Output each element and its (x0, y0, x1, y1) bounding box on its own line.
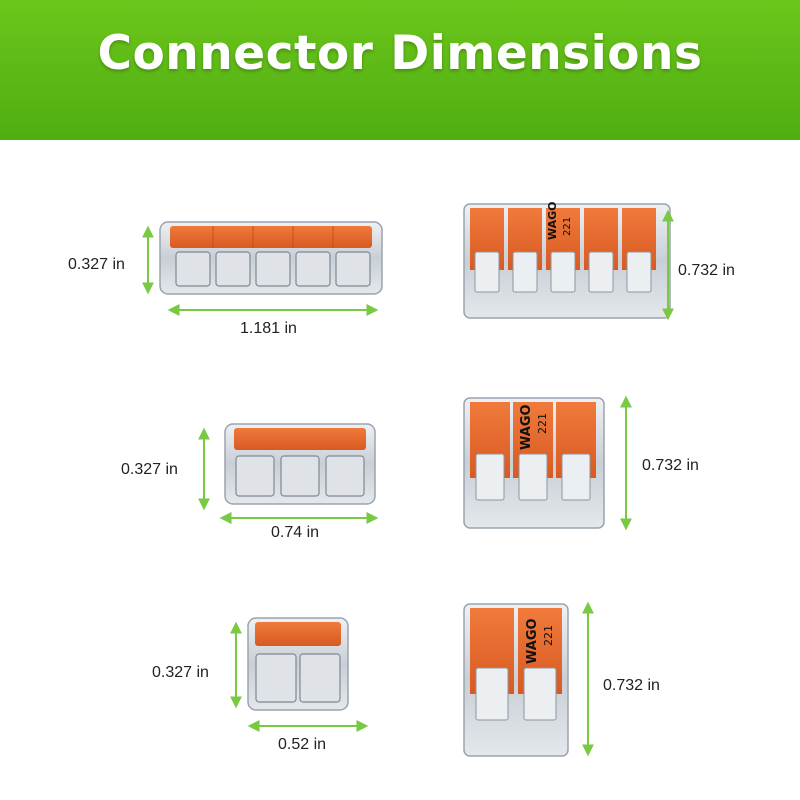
svg-text:221: 221 (562, 217, 573, 236)
connector-3-port-side-view (224, 423, 376, 505)
svg-text:WAGO: WAGO (525, 618, 540, 664)
width-label-5-port: 1.181 in (240, 320, 297, 337)
title-banner: Connector Dimensions (0, 0, 800, 140)
depth-label-5-port: 0.732 in (678, 262, 735, 279)
width-label-3-port: 0.74 in (271, 524, 320, 541)
page-title: Connector Dimensions (97, 26, 703, 81)
connector-2-port-side-view (247, 617, 349, 711)
connector-5-port-side-view (159, 221, 383, 295)
svg-text:221: 221 (536, 413, 549, 434)
height-label-2-port: 0.327 in (152, 664, 209, 681)
depth-label-3-port: 0.732 in (642, 457, 699, 474)
connector-3-port-top-view: WAGO 221 (463, 397, 605, 529)
svg-text:221: 221 (542, 625, 555, 646)
connector-5-port-top-view: WAGO 221 (463, 201, 671, 319)
width-label-2-port: 0.52 in (278, 736, 327, 753)
wago-logo: WAGO (546, 201, 559, 240)
height-label-3-port: 0.327 in (121, 461, 178, 478)
depth-label-2-port: 0.732 in (603, 677, 660, 694)
connector-2-port-top-view: WAGO 221 (463, 603, 569, 757)
svg-text:WAGO: WAGO (519, 404, 534, 450)
height-label-5-port: 0.327 in (68, 256, 125, 273)
